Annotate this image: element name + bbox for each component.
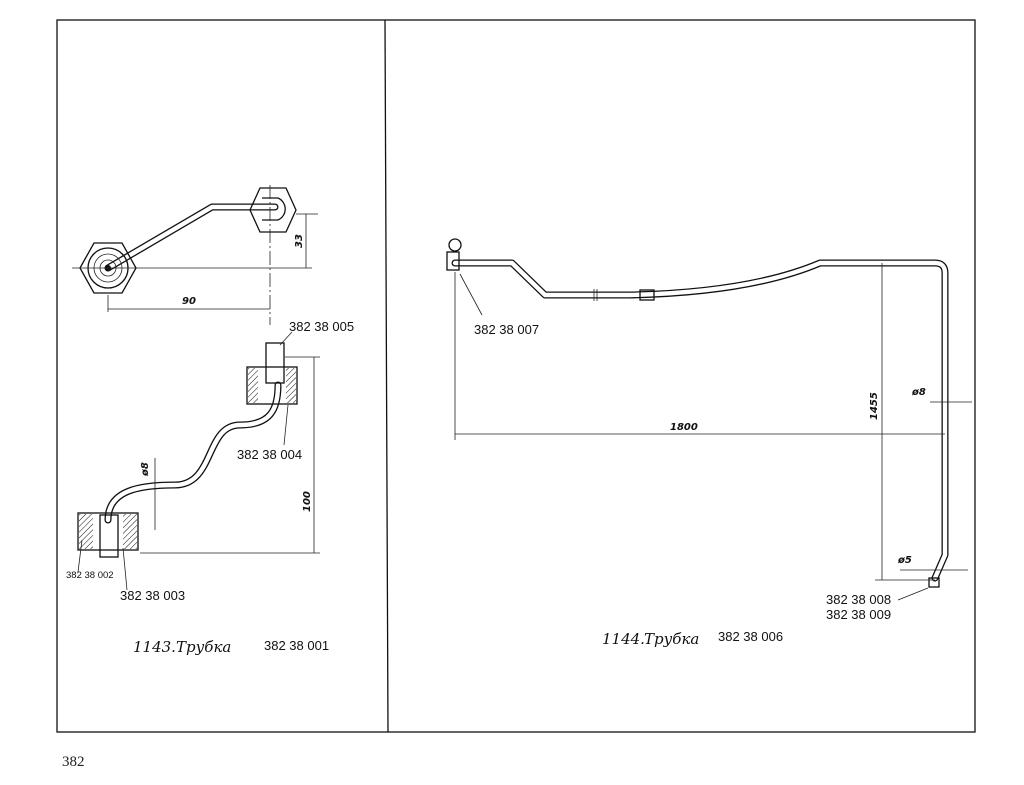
part-label: 382 38 007 — [474, 322, 539, 337]
part-label: 382 38 003 — [120, 588, 185, 603]
part-label: 382 38 005 — [289, 319, 354, 334]
page-frame — [56, 19, 976, 733]
dim-diameter-8: ø8 — [140, 462, 151, 477]
caption-title: Трубка — [644, 630, 699, 648]
caption-number: 1143. — [133, 638, 176, 656]
part-label: 382 38 002 — [66, 570, 114, 581]
dim-33: 33 — [294, 234, 305, 248]
dim-diameter-5: ø5 — [897, 555, 912, 566]
fig-1143-section-view: ø8 100 382 38 005 382 38 004 382 38 002 … — [66, 319, 354, 603]
dim-1455: 1455 — [869, 392, 880, 420]
part-label: 382 38 004 — [237, 447, 302, 462]
caption-part-number: 382 38 006 — [718, 629, 783, 644]
dim-90: 90 — [182, 296, 196, 307]
part-label: 382 38 008 — [826, 592, 891, 607]
page-number: 382 — [62, 754, 85, 770]
panel-divider — [384, 19, 389, 733]
caption-number: 1144. — [602, 630, 645, 648]
part-label: 382 38 009 — [826, 607, 891, 622]
dim-100: 100 — [302, 491, 313, 512]
caption-title: Трубка — [176, 638, 231, 656]
fig-1144-drawing: 1800 1455 ø8 ø5 382 38 007 382 38 008 38… — [446, 238, 972, 622]
caption-part-number: 382 38 001 — [264, 638, 329, 653]
dim-1800: 1800 — [670, 422, 698, 433]
dim-diameter-8: ø8 — [911, 387, 926, 398]
fig-1143-top-view: 90 33 — [72, 185, 318, 325]
